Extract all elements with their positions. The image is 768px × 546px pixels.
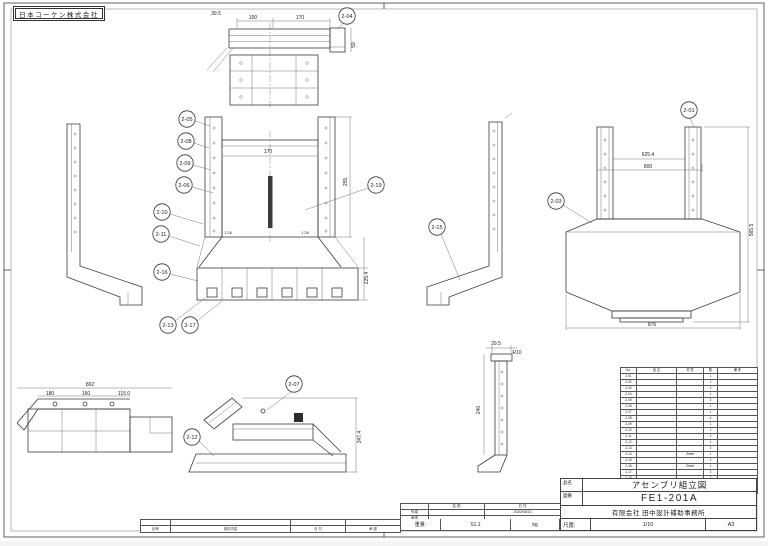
balloon: 2-10: [153, 203, 204, 225]
dim-label: 347.4: [357, 431, 363, 444]
svg-text:2-09: 2-09: [179, 161, 190, 167]
scale-label: 尺度:: [561, 519, 591, 531]
weight-band: 重量: S1.1 kg: [400, 519, 560, 531]
svg-text:2-06: 2-06: [178, 183, 189, 189]
balloon: 2-16: [153, 263, 199, 282]
svg-text:2-19: 2-19: [370, 183, 381, 189]
view-bottom-left: 802 180 160 115.0: [16, 382, 173, 453]
title-block: 品名 アセンブリ組立図 図番 FE1-201A 有限会社 田中設計補助事務所 尺…: [560, 478, 757, 531]
drawing-title: アセンブリ組立図: [631, 480, 708, 490]
dim-label: 29.5: [491, 341, 501, 347]
title-label: 品名: [561, 479, 583, 491]
dim-label: 170: [264, 149, 273, 155]
dim-label: 39.5: [211, 11, 221, 17]
dim-label: 240: [476, 406, 482, 415]
dim-label: 565.5: [749, 224, 755, 237]
balloon: 2-11: [152, 225, 201, 247]
svg-text:2-04: 2-04: [341, 14, 352, 20]
svg-text:2-16: 2-16: [156, 270, 167, 276]
svg-text:2-08: 2-08: [180, 139, 191, 145]
svg-text:2-12: 2-12: [186, 435, 197, 441]
dim-label: 1.26: [301, 230, 310, 235]
balloon: 2-03: [547, 192, 593, 224]
revision-label: 改訂内容: [170, 525, 291, 533]
svg-text:2-01: 2-01: [683, 108, 694, 114]
dim-label: R10: [512, 350, 521, 356]
balloon: 2-06: [175, 176, 214, 194]
balloon: 2-08: [177, 132, 210, 150]
weight-unit: kg: [532, 521, 538, 528]
dim-label: 100: [249, 15, 258, 21]
weight-value: S1.1: [441, 519, 511, 530]
svg-text:2-03: 2-03: [550, 199, 561, 205]
dim-label: 180: [46, 391, 55, 397]
view-side-left: [66, 123, 143, 306]
dim-label: 225.4: [364, 272, 370, 285]
sheet-size: A3: [727, 522, 735, 528]
scale-row: 尺度: 1/10 A3: [561, 519, 756, 531]
svg-text:2-13: 2-13: [162, 323, 173, 329]
svg-text:2-05: 2-05: [181, 117, 192, 123]
dim-label: 160: [82, 391, 91, 397]
balloon: 2-17: [181, 300, 223, 334]
scale-value: 1/10: [591, 519, 706, 531]
balloon: 2-19: [304, 176, 385, 211]
title-row: 品名 アセンブリ組立図: [561, 479, 756, 492]
svg-text:2-07: 2-07: [288, 382, 299, 388]
company-name: 有限会社 田中設計補助事務所: [611, 510, 706, 517]
approval-table: 名 前 日 付 作成 2020/08/13 承認: [400, 503, 561, 522]
drawing-no-label: 図番: [561, 492, 583, 505]
revision-strip: 記号 改訂内容 日 付 承 認: [140, 519, 401, 533]
drawing-number: FE1-201A: [640, 493, 699, 504]
view-front: 170 255 225.4 1.26 1.26: [196, 116, 370, 301]
company-stamp: 日本コーケン株式会社: [13, 6, 105, 21]
view-top: 100 170 39.5 59: [206, 11, 357, 110]
view-bottom-center: 347.4: [188, 397, 363, 473]
balloon: 2-05: [178, 110, 211, 128]
balloon: 2-12: [183, 428, 215, 457]
balloon: 2-04: [336, 7, 356, 30]
svg-text:2-11: 2-11: [156, 232, 167, 238]
svg-text:2-17: 2-17: [184, 323, 195, 329]
dim-label: 170: [296, 15, 305, 21]
balloon: 2-07: [266, 375, 303, 411]
dim-label: 115.0: [118, 391, 130, 397]
balloon: 2-15: [428, 218, 461, 281]
company-stamp-text: 日本コーケン株式会社: [15, 8, 103, 19]
weight-label: 重量:: [401, 519, 441, 530]
view-strip-detail: 29.5 R10 240: [476, 341, 522, 473]
revision-label: 日 付: [290, 525, 346, 533]
revision-label: 記号: [140, 525, 171, 533]
balloon: 2-01: [680, 101, 698, 128]
dim-label: 800: [644, 164, 653, 170]
dim-label: 59: [351, 42, 357, 48]
dim-label: 802: [86, 382, 95, 388]
dim-label: 1.26: [224, 230, 233, 235]
company-row: 有限会社 田中設計補助事務所: [561, 506, 756, 519]
dim-label: 255: [343, 178, 349, 187]
svg-text:2-10: 2-10: [156, 210, 167, 216]
balloon: 2-09: [176, 154, 212, 172]
dim-label: 625.4: [642, 152, 655, 158]
view-rear: 625.4 800 876 565.5: [565, 126, 755, 330]
dim-label: 876: [648, 322, 657, 328]
revision-label: 承 認: [345, 525, 401, 533]
revision-label-row: 記号 改訂内容 日 付 承 認: [140, 525, 401, 533]
view-side-right: [426, 112, 513, 306]
svg-text:2-15: 2-15: [431, 225, 442, 231]
balloon: 2-13: [159, 297, 206, 334]
drawing-no-row: 図番 FE1-201A: [561, 492, 756, 506]
